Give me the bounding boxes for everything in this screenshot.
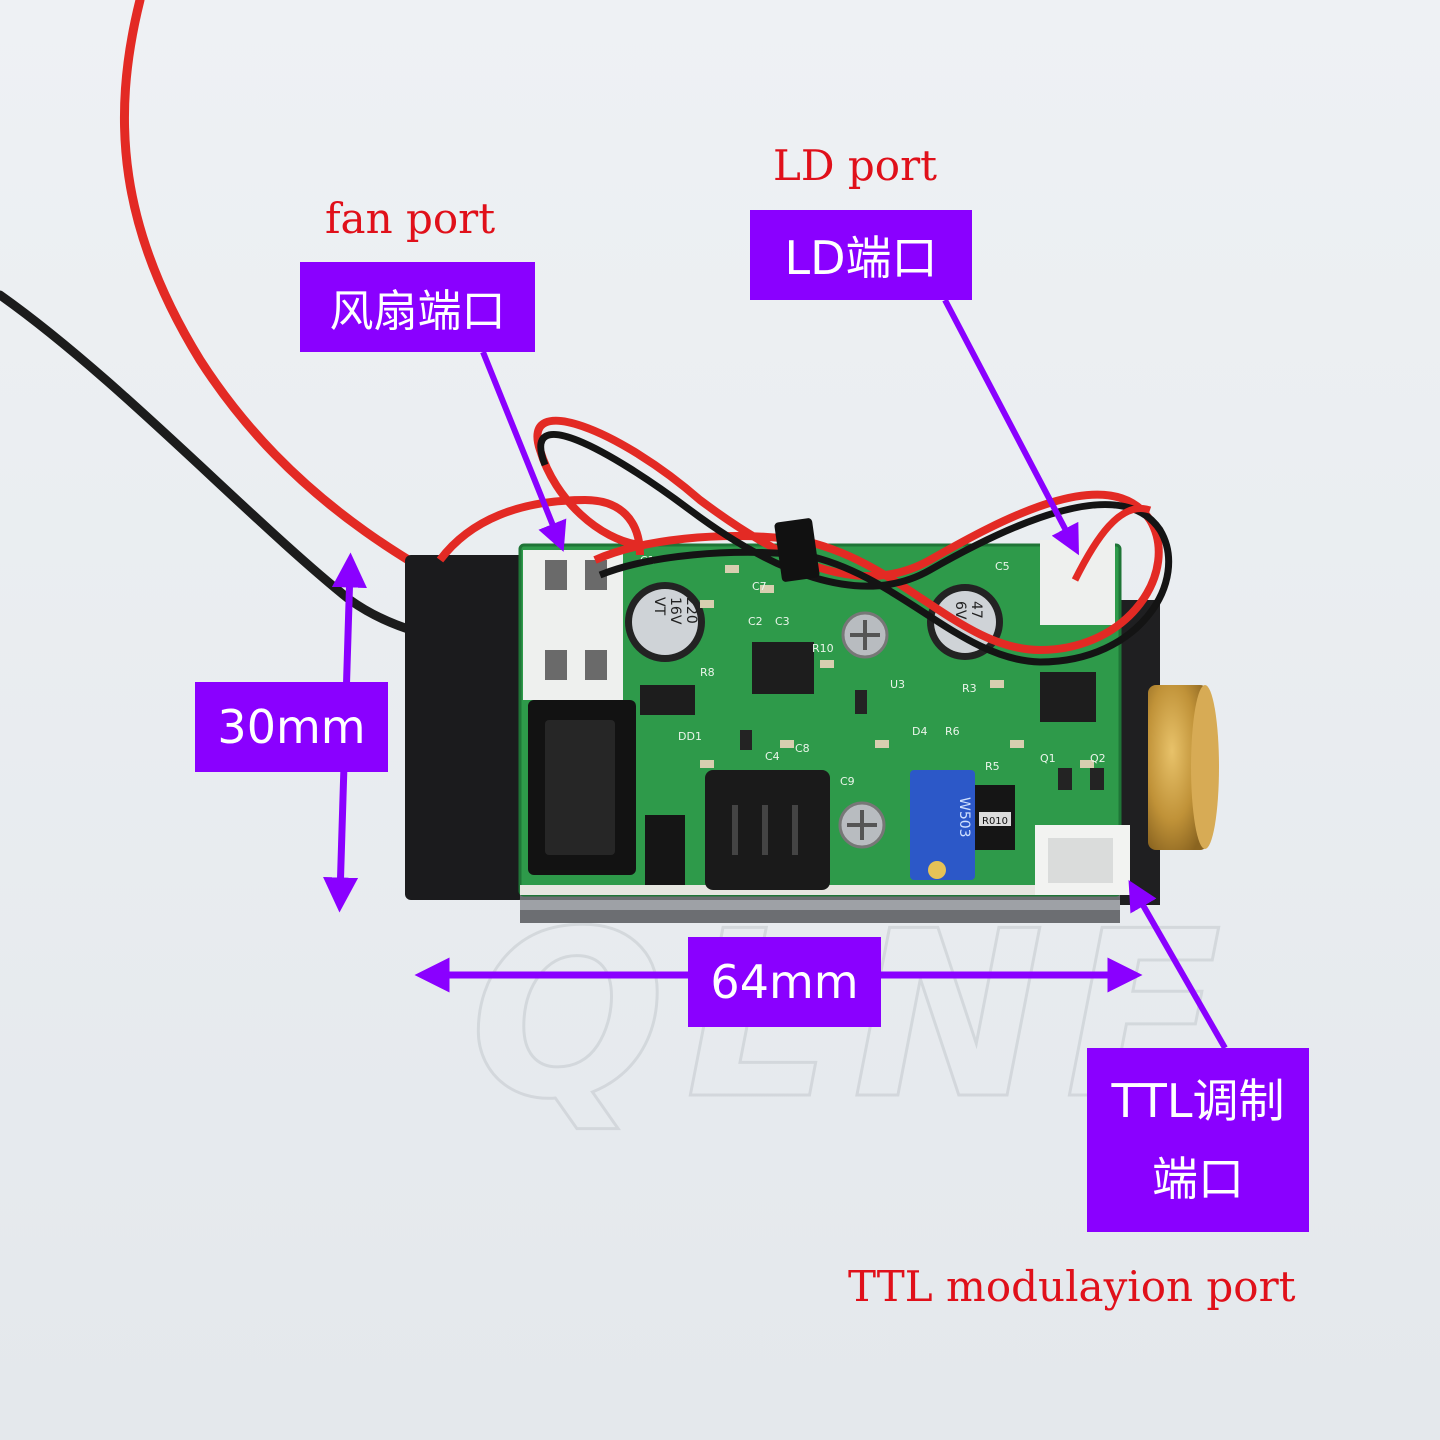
laser-module-lens xyxy=(1148,685,1219,850)
pcb-board: 220 16V VT 47 6V W503 R010 xyxy=(518,540,1130,897)
svg-text:C8: C8 xyxy=(795,742,810,755)
svg-text:C5: C5 xyxy=(995,560,1010,573)
ld-port-label: LD端口 xyxy=(750,210,972,300)
svg-text:220 16V VT: 220 16V VT xyxy=(651,597,699,629)
svg-text:R10: R10 xyxy=(812,642,834,655)
height-dimension-label: 30mm xyxy=(195,682,388,772)
svg-text:U3: U3 xyxy=(890,678,905,691)
width-dimension-label: 64mm xyxy=(688,937,881,1027)
fan-port-pointer xyxy=(480,350,567,552)
fan-port-label: 风扇端口 xyxy=(300,262,535,352)
svg-text:R3: R3 xyxy=(962,682,977,695)
ttl-port-label-line2: 端口 xyxy=(1152,1152,1244,1206)
ttl-port-caption: TTL modulayion port xyxy=(848,1262,1296,1311)
svg-text:W503: W503 xyxy=(956,797,972,838)
wire-to-ld xyxy=(1071,505,1152,582)
svg-text:R010: R010 xyxy=(982,816,1008,827)
ttl-port-pointer xyxy=(1128,879,1228,1050)
svg-text:C9: C9 xyxy=(840,775,855,788)
svg-text:Q1: Q1 xyxy=(1040,752,1056,765)
ld-cable-loop xyxy=(533,416,1163,655)
svg-text:R8: R8 xyxy=(700,666,715,679)
ttl-port-label: TTL调制 端口 xyxy=(1087,1048,1309,1232)
cable-tie xyxy=(774,518,820,582)
svg-text:R6: R6 xyxy=(945,725,960,738)
svg-text:C3: C3 xyxy=(775,615,790,628)
svg-text:C4: C4 xyxy=(765,750,780,763)
svg-text:R5: R5 xyxy=(985,760,1000,773)
ld-port-caption: LD port xyxy=(773,141,938,190)
ld-port-pointer xyxy=(942,298,1079,556)
svg-text:C7: C7 xyxy=(752,580,767,593)
wire-to-fan xyxy=(436,495,644,563)
svg-text:47 6V: 47 6V xyxy=(952,601,984,623)
svg-text:D4: D4 xyxy=(912,725,927,738)
svg-text:C2: C2 xyxy=(748,615,763,628)
fan-port-caption: fan port xyxy=(325,194,496,243)
ttl-port-label-line1: TTL调制 xyxy=(1111,1073,1285,1128)
svg-text:Q2: Q2 xyxy=(1090,752,1106,765)
svg-text:DD1: DD1 xyxy=(678,730,702,743)
